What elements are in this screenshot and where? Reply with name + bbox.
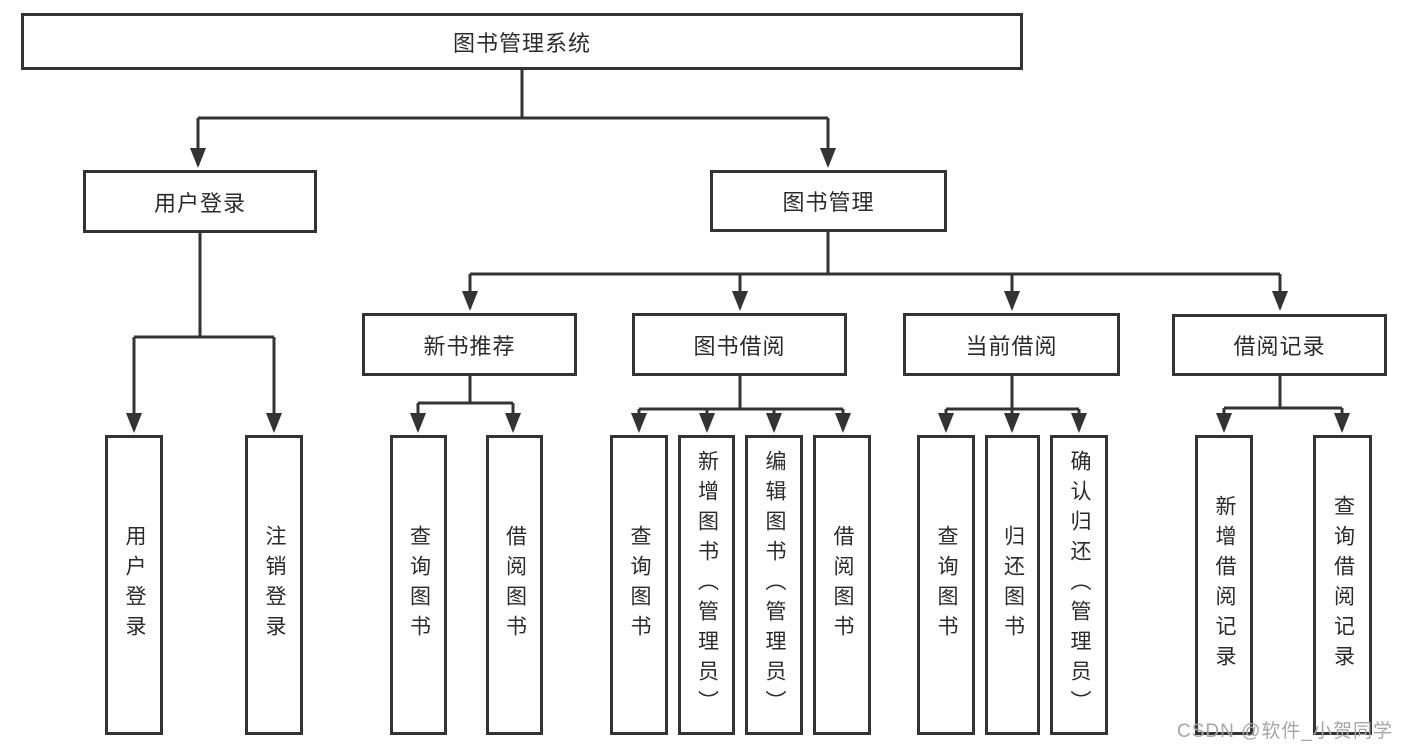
csdn-watermark: CSDN @软件_小贺同学 xyxy=(1177,721,1393,742)
leaf-return-books-label: 归还图书 xyxy=(1001,525,1025,645)
leaf-confirm-return-admin: 确认归还（管理员） xyxy=(1050,435,1108,735)
leaf-borrow-query-books: 查询图书 xyxy=(610,435,668,735)
node-borrow-records: 借阅记录 xyxy=(1172,314,1387,376)
node-book-borrow: 图书借阅 xyxy=(632,313,847,376)
connector-root-to-level2 xyxy=(190,70,836,168)
leaf-borrow-books: 借阅图书 xyxy=(813,435,871,735)
leaf-borrow-query-books-label: 查询图书 xyxy=(628,525,651,645)
node-book-management-label: 图书管理 xyxy=(782,190,875,215)
leaf-return-books: 归还图书 xyxy=(985,435,1040,735)
connector-current-borrow-to-leaves xyxy=(938,376,1087,433)
node-current-borrow-label: 当前借阅 xyxy=(965,333,1058,359)
node-user-login: 用户登录 xyxy=(83,170,317,233)
connector-borrow-records-to-leaves xyxy=(1216,376,1350,433)
node-root-label: 图书管理系统 xyxy=(452,30,591,56)
leaf-add-books-admin: 新增图书（管理员） xyxy=(678,435,735,735)
node-new-book-recommend: 新书推荐 xyxy=(362,313,577,376)
leaf-edit-books-admin: 编辑图书（管理员） xyxy=(745,435,803,735)
leaf-logout: 注销登录 xyxy=(245,435,303,735)
leaf-recommend-borrow-books-label: 借阅图书 xyxy=(503,525,527,645)
leaf-user-login-label: 用户登录 xyxy=(123,525,146,645)
leaf-add-borrow-record-label: 新增借阅记录 xyxy=(1213,495,1236,675)
leaf-recommend-query-books: 查询图书 xyxy=(390,435,447,735)
node-user-login-label: 用户登录 xyxy=(153,190,246,216)
node-borrow-records-label: 借阅记录 xyxy=(1233,334,1326,359)
leaf-logout-label: 注销登录 xyxy=(263,525,286,645)
connector-new-book-recommend-to-leaves xyxy=(410,376,521,433)
leaf-add-borrow-record: 新增借阅记录 xyxy=(1195,435,1253,735)
leaf-current-query-books: 查询图书 xyxy=(917,435,975,735)
node-book-borrow-label: 图书借阅 xyxy=(693,333,786,359)
node-root: 图书管理系统 xyxy=(21,13,1023,70)
connector-book-borrow-to-leaves xyxy=(631,376,851,433)
leaf-add-books-admin-label: 新增图书（管理员） xyxy=(695,450,719,720)
leaf-query-borrow-record: 查询借阅记录 xyxy=(1313,435,1372,735)
leaf-recommend-query-books-label: 查询图书 xyxy=(407,525,431,645)
connector-book-management-to-level3 xyxy=(462,232,1288,311)
node-new-book-recommend-label: 新书推荐 xyxy=(423,333,516,359)
leaf-confirm-return-admin-label: 确认归还（管理员） xyxy=(1068,450,1091,720)
node-current-borrow: 当前借阅 xyxy=(903,313,1120,376)
leaf-borrow-books-label: 借阅图书 xyxy=(831,525,854,645)
leaf-recommend-borrow-books: 借阅图书 xyxy=(486,435,543,735)
node-book-management: 图书管理 xyxy=(710,170,947,232)
leaf-edit-books-admin-label: 编辑图书（管理员） xyxy=(763,450,786,720)
connector-user-login-to-leaves xyxy=(126,233,282,433)
leaf-user-login: 用户登录 xyxy=(105,435,163,735)
leaf-current-query-books-label: 查询图书 xyxy=(935,525,958,645)
leaf-query-borrow-record-label: 查询借阅记录 xyxy=(1331,495,1355,675)
